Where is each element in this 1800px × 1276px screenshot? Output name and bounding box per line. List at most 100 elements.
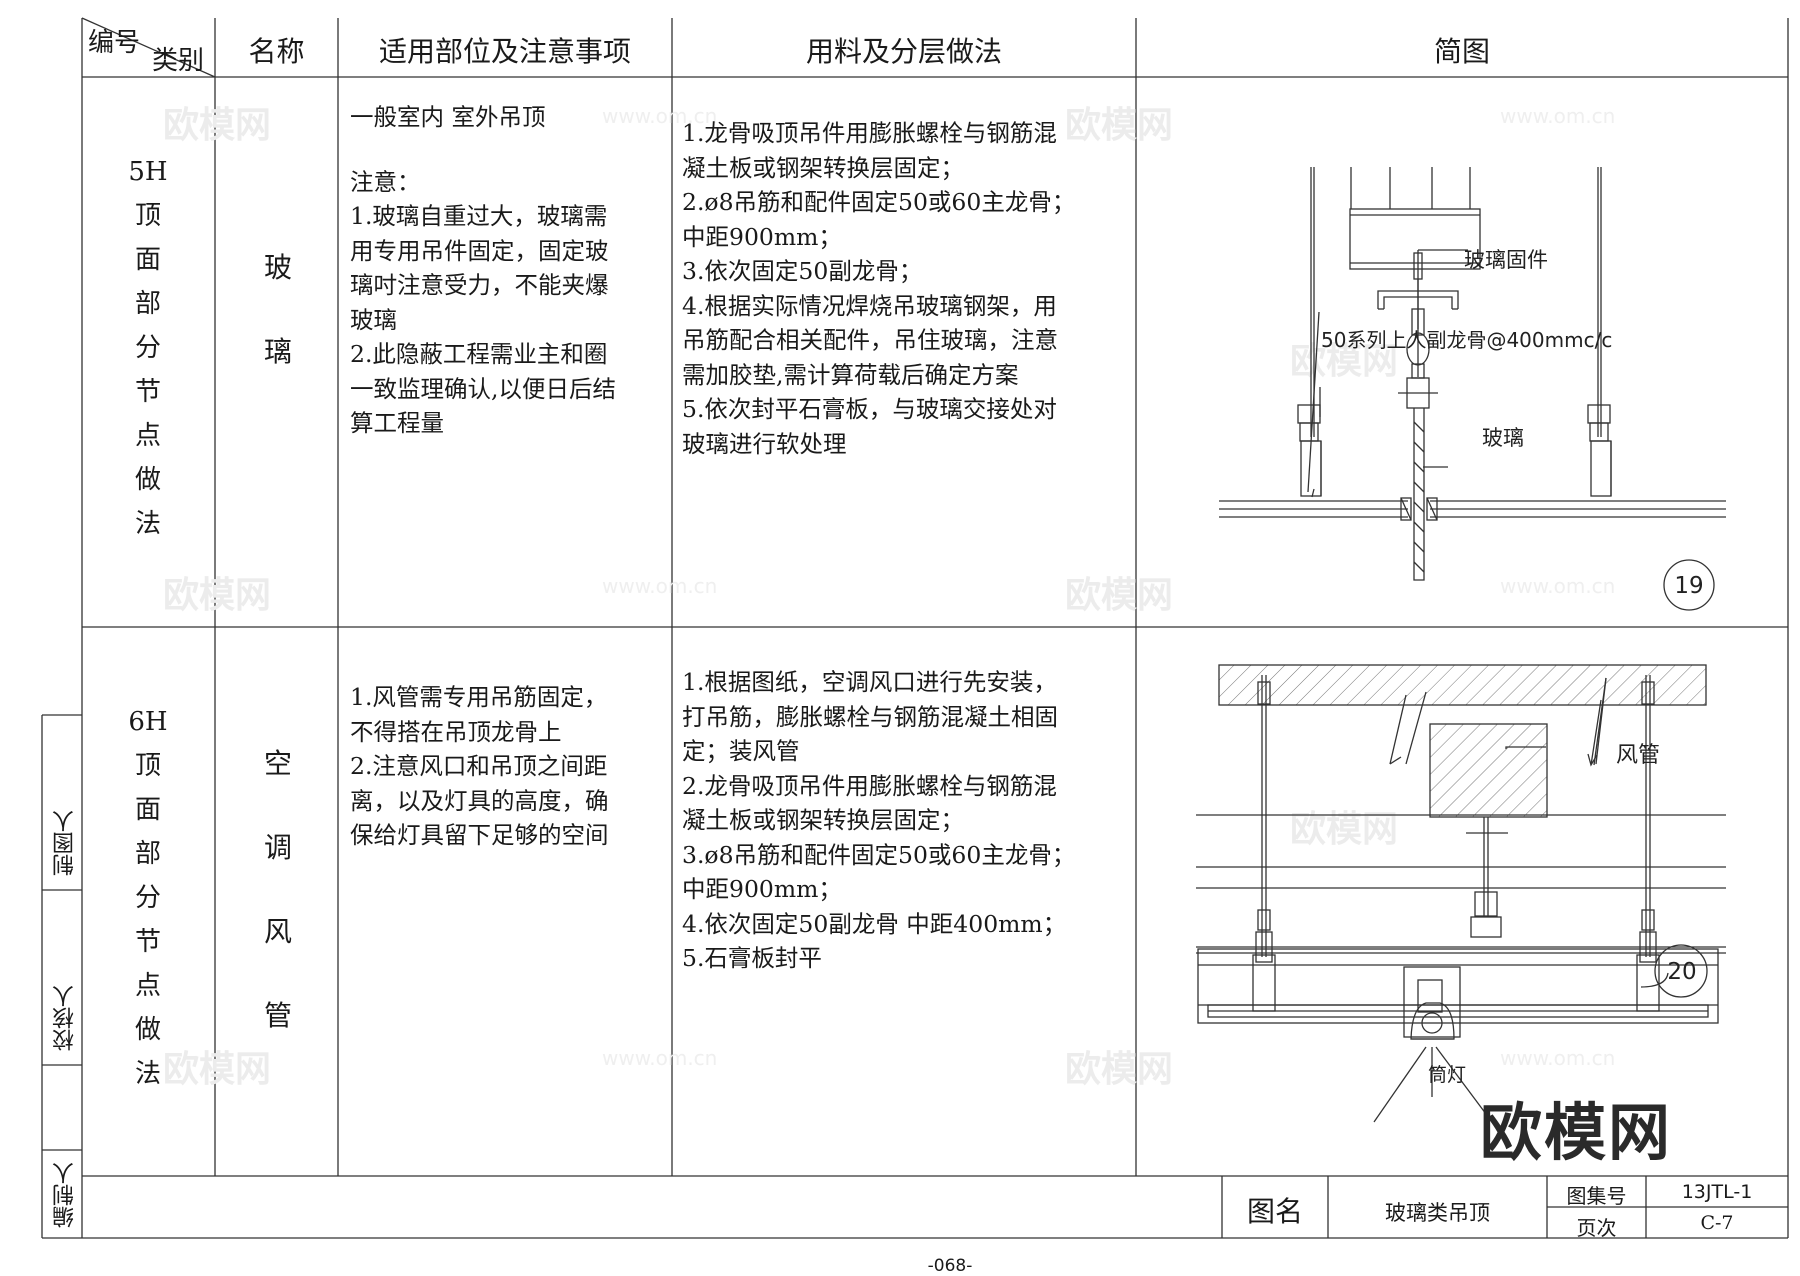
row2-scope: 1.风管需专用吊筋固定， 不得搭在吊顶龙骨上 2.注意风口和吊顶之间距 离，以及… — [350, 680, 609, 853]
method-line: 打吊筋，膨胀螺栓与钢筋混凝土相固 — [682, 702, 1058, 731]
row2-code: 6H 顶 面 部 分 节 点 做 法 — [118, 700, 178, 1096]
name-char: 玻 — [263, 251, 292, 284]
method-line: 中距900mm； — [682, 875, 842, 903]
scope-line: 一致监理确认,以便日后结 — [350, 374, 616, 403]
watermark-logo: 欧模网 — [1065, 575, 1174, 616]
footer-title: 玻璃类吊顶 — [1385, 1201, 1490, 1225]
watermark-logo: 欧模网 — [163, 575, 272, 616]
code-char: 分 — [134, 883, 161, 913]
scope-line: 离，以及灯具的高度，确 — [350, 786, 609, 815]
watermark-logo: 欧模网 — [163, 105, 272, 146]
method-line: 4.根据实际情况焊烧吊玻璃钢架，用 — [682, 291, 1057, 320]
code-char: 点 — [134, 971, 161, 1001]
header-name: 名称 — [248, 35, 305, 68]
code-char: 面 — [134, 795, 161, 825]
diagram-number-20: 20 — [1667, 959, 1696, 985]
method-line: 1.根据图纸，空调风口进行先安装， — [682, 668, 1057, 696]
code-char: 节 — [134, 927, 161, 957]
method-line: 需加胶垫,需计算荷载后确定方案 — [682, 360, 1019, 389]
method-line: 3.依次固定50副龙骨； — [682, 257, 923, 285]
method-line: 2.龙骨吸顶吊件用膨胀螺栓与钢筋混 — [682, 771, 1057, 800]
code-char: 顶 — [134, 201, 161, 231]
watermark-url: www.om.cn — [1500, 1046, 1616, 1070]
header-corner-top: 编号 — [88, 28, 141, 58]
method-line: 吊筋配合相关配件，吊住玻璃，注意 — [682, 326, 1058, 354]
row1-code: 5H 顶 面 部 分 节 点 做 法 — [118, 150, 178, 546]
code-char: 分 — [134, 333, 161, 363]
code-char: 点 — [134, 421, 161, 451]
method-line: 凝土板或钢架转换层固定； — [682, 806, 964, 834]
code-char: 面 — [134, 245, 161, 275]
air-duct-diagram: 风管 筒灯 20 — [1196, 664, 1726, 1123]
code-char: 5H — [128, 157, 168, 187]
label-glass: 玻璃 — [1482, 426, 1524, 450]
scope-line: 保给灯具留下足够的空间 — [350, 821, 609, 849]
side-checker: 校核人 — [53, 985, 78, 1051]
row2-name: 空 调 风 管 — [248, 742, 308, 1038]
method-line: 定；装风管 — [682, 737, 800, 765]
code-char: 法 — [134, 509, 161, 539]
diagram-number-19: 19 — [1674, 573, 1703, 599]
method-line: 3.ø8吊筋和配件固定50或60主龙骨； — [682, 840, 1076, 869]
footer-title-label: 图名 — [1246, 1195, 1303, 1228]
header-corner-bottom: 类别 — [152, 46, 205, 76]
scope-line: 璃吋注意受力，不能夹爆 — [350, 271, 609, 299]
page-number: -068- — [927, 1256, 973, 1276]
name-char: 风 — [263, 915, 292, 948]
label-downlight: 筒灯 — [1428, 1064, 1466, 1086]
label-air-duct: 风管 — [1616, 743, 1660, 768]
method-line: 5.石膏板封平 — [682, 944, 822, 972]
scope-line: 1.风管需专用吊筋固定， — [350, 683, 608, 711]
watermark-logo: 欧模网 — [163, 1049, 272, 1090]
code-char: 顶 — [134, 751, 161, 781]
scope-note-label: 注意： — [350, 167, 421, 196]
method-line: 1.龙骨吸顶吊件用膨胀螺栓与钢筋混 — [682, 119, 1057, 147]
watermark-logo: 欧模网 — [1290, 341, 1399, 382]
code-char: 做 — [134, 1015, 161, 1045]
name-char: 管 — [263, 999, 292, 1032]
scope-line: 算工程量 — [350, 409, 444, 437]
method-line: 玻璃进行软处理 — [682, 429, 847, 458]
watermark-url: www.om.cn — [1500, 574, 1616, 598]
code-char: 节 — [134, 377, 161, 407]
method-line: 凝土板或钢架转换层固定； — [682, 153, 964, 182]
footer-atlas: 13JTL-1 — [1681, 1181, 1753, 1203]
label-sub-keel: 50系列上人副龙骨@400mmc/c — [1321, 328, 1612, 352]
name-char: 调 — [263, 831, 292, 864]
footer-atlas-label: 图集号 — [1566, 1184, 1627, 1208]
scope-line: 用专用吊件固定，固定玻 — [350, 236, 609, 265]
footer-page-label: 页次 — [1576, 1216, 1617, 1240]
row2-method: 1.根据图纸，空调风口进行先安装， 打吊筋，膨胀螺栓与钢筋混凝土相固 定；装风管… — [682, 665, 1075, 976]
watermark-url: www.om.cn — [602, 574, 718, 598]
scope-line: 玻璃 — [350, 305, 397, 334]
watermark-logo: 欧模网 — [1065, 1049, 1174, 1090]
scope-line: 2.注意风口和吊顶之间距 — [350, 752, 608, 780]
scope-title: 一般室内 室外吊顶 — [350, 103, 546, 131]
method-line: 4.依次固定50副龙骨 中距400mm； — [682, 909, 1067, 938]
scope-line: 2.此隐蔽工程需业主和圈 — [350, 340, 608, 368]
row1-method: 1.龙骨吸顶吊件用膨胀螺栓与钢筋混 凝土板或钢架转换层固定； 2.ø8吊筋和配件… — [682, 116, 1075, 461]
label-glass-fixing: 玻璃固件 — [1464, 248, 1548, 272]
row1-scope: 一般室内 室外吊顶 注意： 1.玻璃自重过大，玻璃需 用专用吊件固定，固定玻 璃… — [350, 100, 616, 441]
scope-line: 1.玻璃自重过大，玻璃需 — [350, 202, 608, 230]
code-char: 部 — [134, 289, 161, 319]
footer-page: C-7 — [1700, 1212, 1734, 1234]
name-char: 璃 — [263, 335, 292, 368]
code-char: 法 — [134, 1059, 161, 1089]
watermark-url: www.om.cn — [602, 104, 718, 128]
row1-name: 玻 璃 — [248, 246, 308, 374]
method-line: 5.依次封平石膏板，与玻璃交接处对 — [682, 395, 1057, 423]
brand-logo: 欧模网 — [1480, 1096, 1673, 1169]
scope-line: 不得搭在吊顶龙骨上 — [350, 717, 562, 746]
side-editor: 编制人 — [53, 1162, 78, 1228]
name-char: 空 — [263, 747, 292, 780]
glass-ceiling-diagram: 玻璃固件 50系列上人副龙骨@400mmc/c 玻璃 19 — [1219, 167, 1726, 611]
watermark-logo: 欧模网 — [1065, 105, 1174, 146]
side-drafter: 制图人 — [53, 810, 78, 876]
method-line: 2.ø8吊筋和配件固定50或60主龙骨； — [682, 188, 1076, 216]
watermark-logo: 欧模网 — [1290, 809, 1399, 850]
header-method: 用料及分层做法 — [805, 35, 1002, 68]
watermark-url: www.om.cn — [1500, 104, 1616, 128]
code-char: 做 — [134, 465, 161, 495]
